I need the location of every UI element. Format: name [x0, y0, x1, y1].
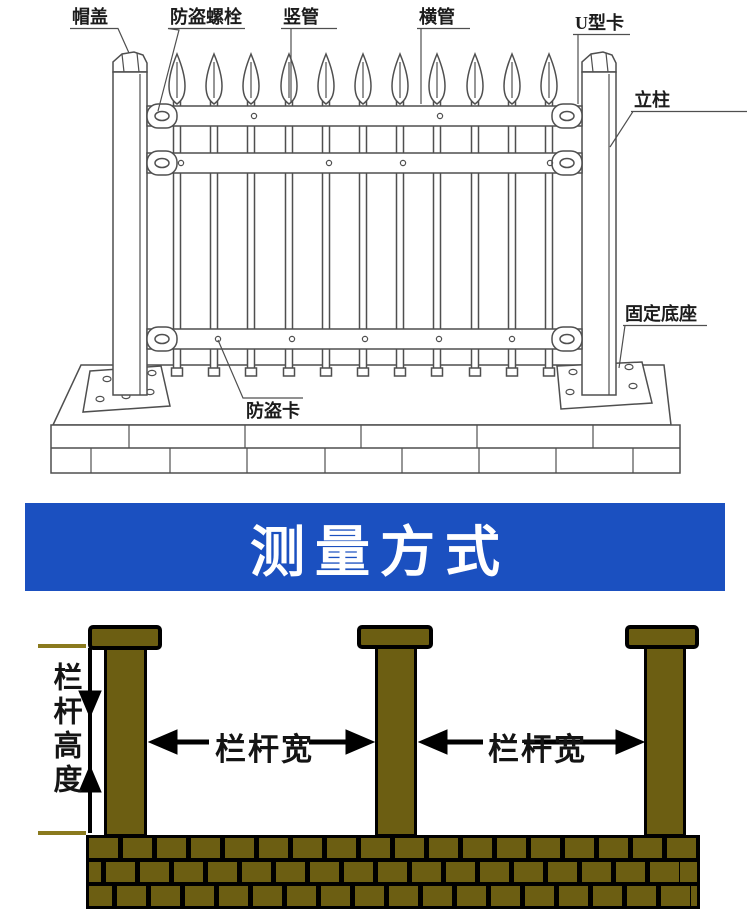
label-fixed-base: 固定底座 [625, 303, 697, 324]
width-dimension-arrow-right [417, 729, 646, 755]
label-anti-theft-clip: 防盗卡 [246, 400, 300, 421]
height-dimension-arrow [78, 648, 102, 833]
section-banner: 测量方式 [25, 503, 725, 591]
fence-pickets [168, 53, 558, 377]
section-banner-title: 测量方式 [249, 521, 510, 583]
fence-footing [50, 364, 681, 474]
measure-post-shaft-right [644, 647, 686, 837]
brick-row [89, 886, 697, 906]
label-rail-width-left: 栏杆宽 [215, 732, 314, 767]
label-rail-width-right: 栏杆宽 [488, 732, 587, 767]
fence-bottom-rail [146, 326, 583, 352]
measurement-arrows [38, 644, 646, 835]
fence-assembly-diagram: 帽盖 防盗螺栓 竖管 横管 U型卡 立柱 固定底座 防盗卡 [50, 6, 747, 474]
measure-post-cap-middle [357, 625, 433, 649]
label-anti-theft-bolt: 防盗螺栓 [170, 6, 242, 27]
leader-lines [70, 27, 747, 399]
fence-left-post [112, 51, 148, 396]
measure-post-cap-left [88, 625, 162, 650]
measure-brick-wall [86, 835, 700, 909]
label-rail-height: 栏杆高度 [49, 662, 81, 798]
measure-post-shaft-middle [375, 647, 417, 837]
label-vertical-pipe: 竖管 [283, 6, 319, 27]
brick-row [89, 862, 697, 882]
fence-top-rail [146, 103, 583, 129]
fence-right-post [581, 51, 617, 396]
rail-bolt-holes [177, 112, 554, 343]
label-post: 立柱 [634, 89, 670, 110]
width-dimension-arrow-left [147, 729, 376, 755]
label-u-clip: U型卡 [575, 12, 624, 33]
measurement-diagram: 栏杆高度 栏杆宽 栏杆宽 [0, 600, 750, 915]
measure-post-cap-right [625, 625, 699, 649]
brick-row [89, 838, 697, 858]
label-horizontal-pipe: 横管 [419, 6, 455, 27]
measure-post-shaft-left [104, 647, 147, 837]
fence-middle-rail [146, 150, 583, 176]
label-cap: 帽盖 [72, 6, 108, 27]
